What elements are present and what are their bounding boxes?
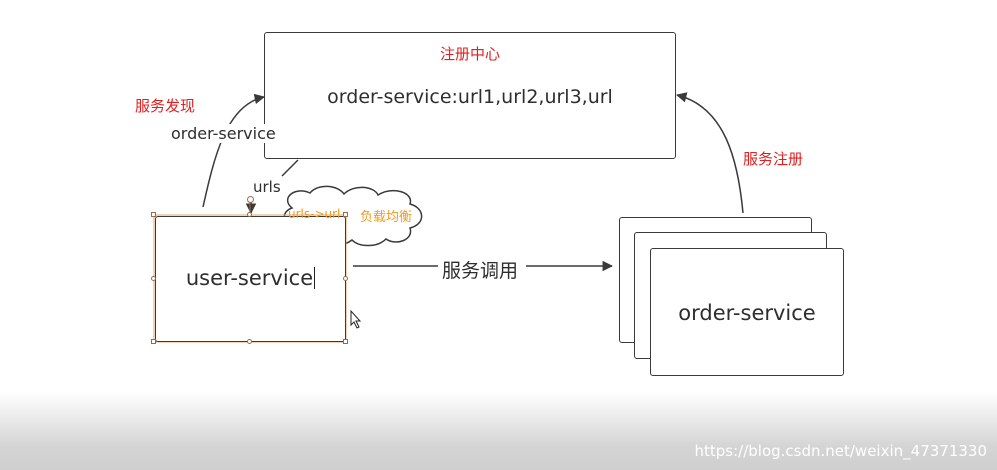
call-label: 服务调用 <box>442 260 519 282</box>
user-service-name: user-service <box>185 266 314 290</box>
user-service-label: user-service <box>156 266 345 290</box>
discovery-service-name: order-service <box>171 124 276 143</box>
bottom-shade: https://blog.csdn.net/weixin_47371330 <box>0 392 997 470</box>
registry-title: 注册中心 <box>439 45 500 63</box>
register-label: 服务注册 <box>743 150 804 168</box>
urls-return-line <box>281 159 299 177</box>
user-service-box[interactable]: user-service <box>155 216 346 342</box>
resize-handle-top[interactable] <box>247 212 252 217</box>
order-service-label: order-service <box>678 301 816 325</box>
order-service-box[interactable]: order-service <box>650 248 844 376</box>
registry-entry: order-service:url1,url2,url3,url <box>327 86 613 108</box>
resize-handle-right[interactable] <box>343 276 348 281</box>
rotate-handle[interactable] <box>247 196 254 203</box>
resize-handle-bl[interactable] <box>151 339 156 344</box>
cloud-left-text: urls->url <box>288 207 341 221</box>
register-arrow <box>675 92 744 214</box>
resize-handle-left[interactable] <box>151 276 156 281</box>
text-caret <box>314 267 316 289</box>
registry-box[interactable]: 注册中心 order-service:url1,url2,url3,url <box>264 32 676 159</box>
resize-handle-tr[interactable] <box>343 212 348 217</box>
resize-handle-tl[interactable] <box>151 212 156 217</box>
urls-label: urls <box>253 178 281 196</box>
discovery-label: 服务发现 <box>135 97 196 115</box>
resize-handle-br[interactable] <box>343 339 348 344</box>
watermark-text: https://blog.csdn.net/weixin_47371330 <box>694 442 987 460</box>
resize-handle-bottom[interactable] <box>247 339 252 344</box>
mouse-cursor-icon <box>350 309 362 329</box>
cloud-right-text: 负载均衡 <box>360 210 413 225</box>
